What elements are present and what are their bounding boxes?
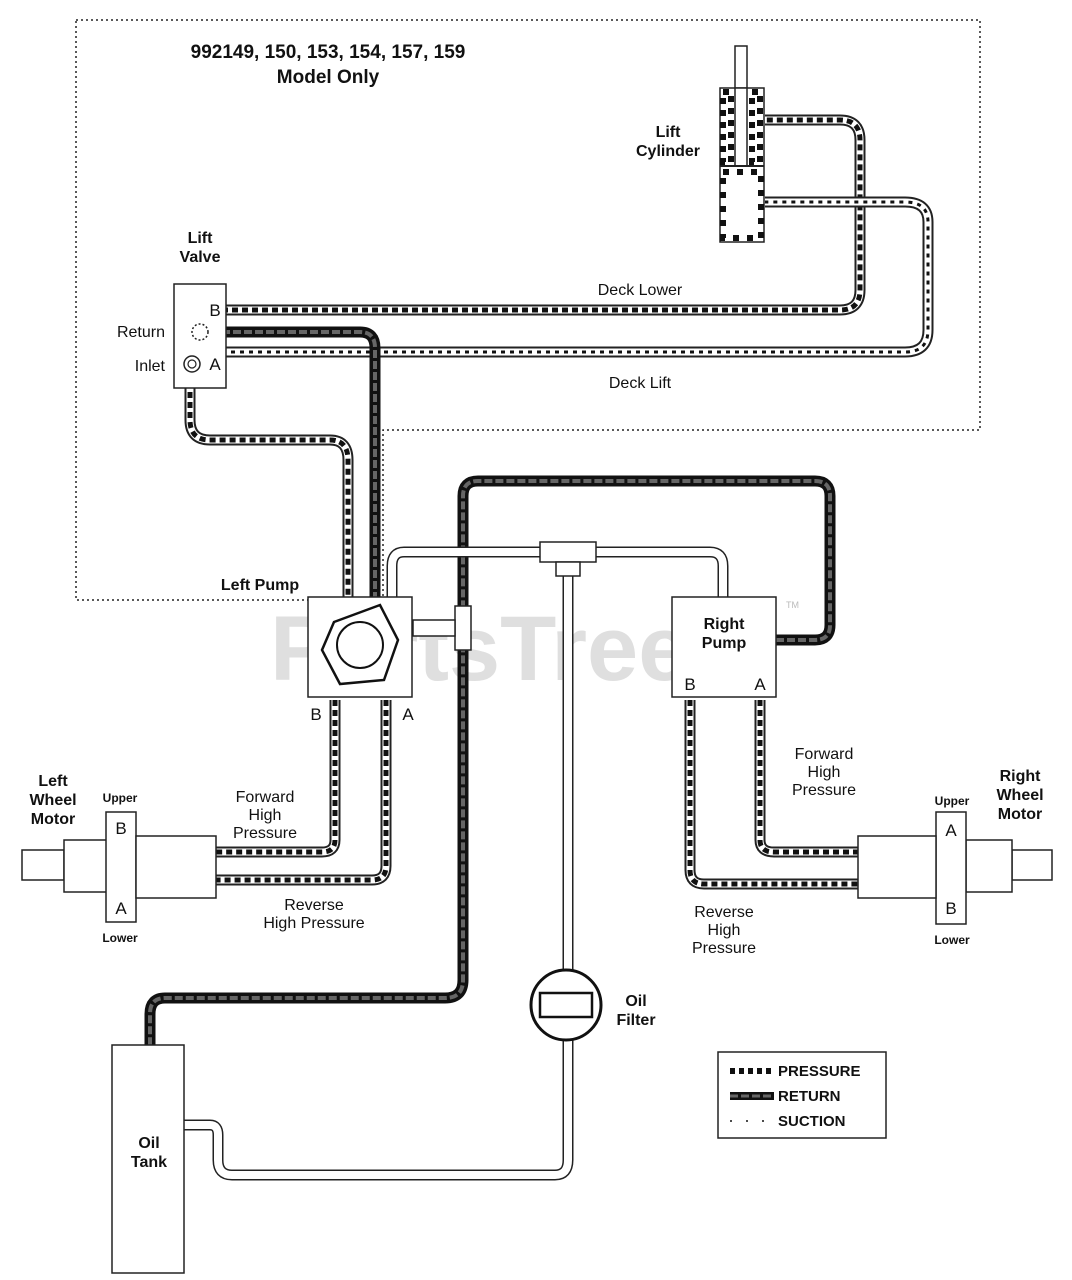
right-pump [671, 596, 777, 698]
suction-hoses [183, 541, 729, 1181]
right-forward-label-2: High [808, 764, 841, 781]
right-motor-upper-label: Upper [935, 794, 970, 808]
left-pump-port-a: A [402, 705, 414, 724]
lift-valve-label-2: Valve [180, 249, 221, 266]
deck-lower-label: Deck Lower [598, 282, 683, 299]
left-motor-port-a: A [115, 899, 127, 918]
right-motor-lower-label: Lower [934, 933, 970, 947]
left-pump [307, 596, 413, 698]
lift-valve-port-b: B [209, 301, 220, 320]
model-only-label: Model Only [277, 67, 380, 88]
inlet-label: Inlet [135, 358, 166, 375]
left-forward-label-3: Pressure [233, 825, 297, 842]
left-wheel-motor-label-3: Motor [31, 811, 75, 828]
return-port-icon [191, 323, 209, 341]
trademark-mark: TM [786, 600, 799, 610]
pressure-hoses [120, 114, 955, 890]
left-motor-upper-label: Upper [103, 791, 138, 805]
deck-lift-label: Deck Lift [609, 375, 672, 392]
lift-cylinder-label-2: Cylinder [636, 143, 700, 160]
left-forward-label-1: Forward [236, 789, 295, 806]
right-forward-label-1: Forward [795, 746, 854, 763]
right-reverse-label-1: Reverse [694, 904, 754, 921]
left-reverse-label-1: Reverse [284, 897, 344, 914]
models-line: 992149, 150, 153, 154, 157, 159 [191, 42, 466, 63]
legend-suction-label: SUCTION [778, 1113, 846, 1130]
oil-filter-label-2: Filter [616, 1012, 655, 1029]
oil-filter-label-1: Oil [625, 993, 646, 1010]
right-pump-label-2: Pump [702, 635, 747, 652]
right-wheel-motor [857, 811, 1053, 925]
oil-tank-label-2: Tank [131, 1154, 167, 1171]
right-wheel-motor-label-2: Wheel [996, 787, 1043, 804]
right-motor-port-a: A [945, 821, 957, 840]
oil-tank-label-1: Oil [138, 1135, 159, 1152]
return-hoses [144, 326, 836, 1045]
lift-valve-label-1: Lift [188, 230, 214, 247]
right-wheel-motor-label-3: Motor [998, 806, 1042, 823]
left-pump-port-b: B [310, 705, 321, 724]
right-motor-port-b: B [945, 899, 956, 918]
right-reverse-label-2: High [708, 922, 741, 939]
legend-return-label: RETURN [778, 1088, 841, 1105]
right-pump-port-a: A [754, 675, 766, 694]
left-wheel-motor [21, 811, 217, 923]
left-wheel-motor-label-2: Wheel [29, 792, 76, 809]
left-motor-port-b: B [115, 819, 126, 838]
right-forward-label-3: Pressure [792, 782, 856, 799]
left-pump-label: Left Pump [221, 577, 299, 594]
oil-filter [529, 968, 603, 1042]
lift-valve-port-a: A [209, 355, 221, 374]
left-reverse-label-2: High Pressure [263, 915, 364, 932]
right-pump-label-1: Right [704, 616, 746, 633]
model-only-boundary [75, 19, 981, 601]
left-forward-label-2: High [249, 807, 282, 824]
right-pump-port-b: B [684, 675, 695, 694]
legend [717, 1051, 887, 1139]
right-wheel-motor-label-1: Right [1000, 768, 1042, 785]
lift-cylinder [719, 45, 765, 243]
left-wheel-motor-label-1: Left [38, 773, 68, 790]
return-label: Return [117, 324, 165, 341]
lift-cylinder-label-1: Lift [656, 124, 682, 141]
left-motor-lower-label: Lower [102, 931, 138, 945]
legend-pressure-label: PRESSURE [778, 1063, 861, 1080]
oil-tank [111, 1044, 185, 1274]
right-reverse-label-3: Pressure [692, 940, 756, 957]
